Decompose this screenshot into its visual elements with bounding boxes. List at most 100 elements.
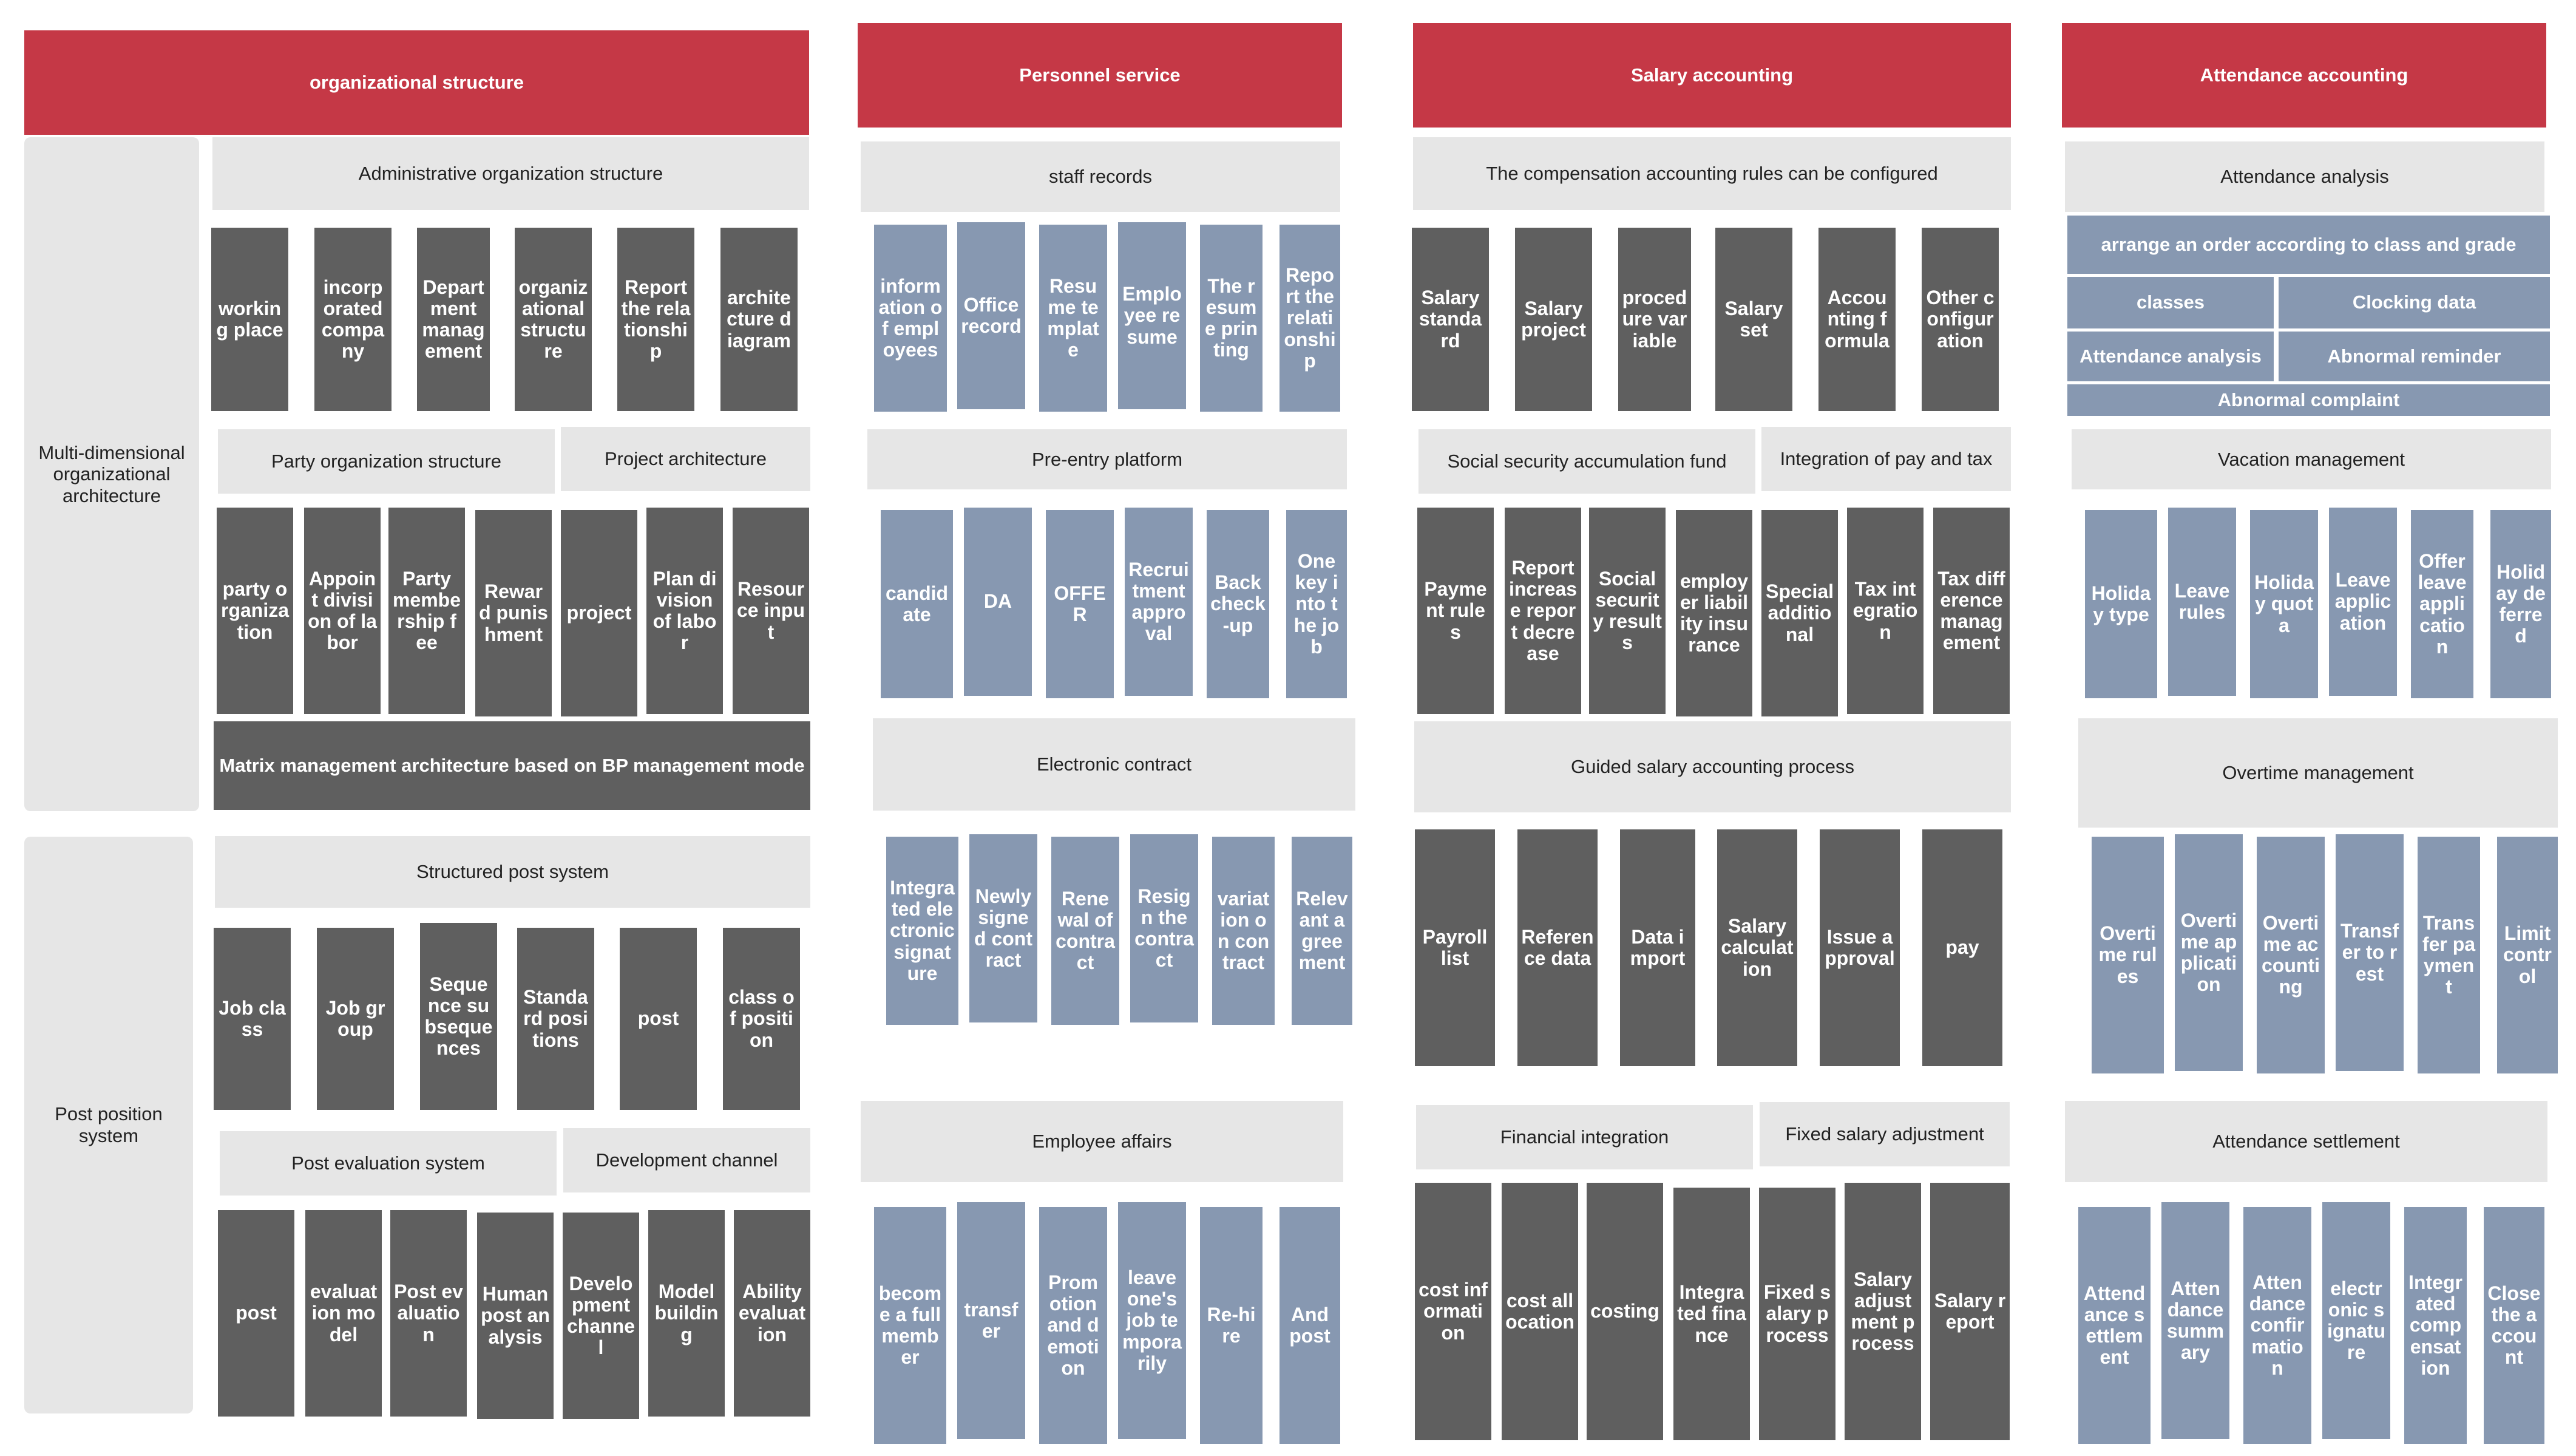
tile-attendance-vacation: Holiday deferred	[2490, 510, 2551, 698]
tile-org-evaluation: evaluation model	[305, 1210, 382, 1417]
tile-salary-guided: Issue approval	[1820, 829, 1900, 1066]
side-post-position-system: Post position system	[24, 837, 193, 1413]
tile-org-admin: Department management	[417, 228, 490, 411]
tile-salary-rules: procedure variable	[1618, 228, 1691, 411]
tile-personnel-preentry: DA	[964, 508, 1032, 696]
tile-org-party: Appoint division of labor	[304, 508, 381, 714]
label-overtime-management: Overtime management	[2078, 718, 2558, 828]
tile-org-structured: class of position	[723, 928, 800, 1110]
tile-org-evaluation: Post evaluation	[390, 1210, 467, 1417]
tile-org-admin: organizational structure	[515, 228, 592, 411]
tile-attendance-vacation: Holiday quota	[2250, 510, 2318, 698]
tile-org-admin: architecture diagram	[720, 228, 798, 411]
label-compensation-rules: The compensation accounting rules can be…	[1413, 137, 2011, 210]
tile-personnel-affairs: transfer	[957, 1202, 1025, 1439]
tile-personnel-contract: variation on contract	[1212, 837, 1275, 1025]
tile-salary-rules: Accounting formula	[1818, 228, 1896, 411]
tile-salary-financial: Salary report	[1930, 1183, 2010, 1440]
label-administrative-organization: Administrative organization structure	[212, 137, 809, 210]
tile-salary-social: Report increase report decrease	[1505, 508, 1581, 714]
tile-attendance-vacation: Leave rules	[2168, 508, 2236, 696]
tile-arrange-order: arrange an order according to class and …	[2067, 216, 2550, 274]
tile-personnel-contract: Relevant agreement	[1292, 837, 1352, 1025]
label-fixed-salary-adjustment: Fixed salary adjustment	[1760, 1102, 2010, 1166]
tile-salary-guided: Data import	[1620, 829, 1695, 1066]
tile-personnel-affairs: And post	[1280, 1207, 1340, 1444]
tile-attendance-settlement: Attendance summary	[2161, 1202, 2229, 1439]
tile-salary-social: Special additional	[1761, 510, 1838, 716]
label-structured-post-system: Structured post system	[215, 836, 810, 908]
tile-personnel-contract: Newly signed contract	[969, 834, 1037, 1022]
label-social-security-fund: Social security accumulation fund	[1418, 429, 1755, 494]
tile-salary-rules: Salary standard	[1412, 228, 1489, 411]
label-development-channel: Development channel	[563, 1128, 810, 1192]
header-salary-accounting: Salary accounting	[1413, 23, 2011, 128]
tile-personnel-preentry: OFFER	[1046, 510, 1114, 698]
tile-salary-guided: Payroll list	[1415, 829, 1495, 1066]
label-employee-affairs: Employee affairs	[861, 1101, 1343, 1182]
tile-attendance-vacation: Holiday type	[2085, 510, 2157, 698]
tile-org-admin: Report the relationship	[617, 228, 694, 411]
label-post-evaluation-system: Post evaluation system	[220, 1131, 557, 1196]
tile-personnel-affairs: Re-hire	[1200, 1207, 1263, 1444]
tile-attendance-analysis: Attendance analysis	[2067, 332, 2274, 381]
tile-personnel-records: Resume template	[1039, 225, 1107, 412]
tile-salary-social: Tax difference management	[1933, 508, 2010, 714]
tile-salary-social: employer liability insurance	[1676, 510, 1752, 716]
tile-clocking-data: Clocking data	[2279, 277, 2550, 328]
tile-personnel-contract: Integrated electronic signature	[886, 837, 958, 1025]
tile-attendance-settlement: electronic signature	[2322, 1202, 2390, 1439]
label-attendance-settlement: Attendance settlement	[2065, 1101, 2547, 1182]
tile-org-structured: Standard positions	[517, 928, 594, 1110]
tile-salary-social: Payment rules	[1417, 508, 1494, 714]
tile-classes: classes	[2067, 277, 2274, 328]
tile-attendance-vacation: Offer leave application	[2411, 510, 2473, 698]
label-staff-records: staff records	[861, 141, 1340, 212]
label-project-architecture: Project architecture	[561, 427, 810, 491]
tile-salary-financial: Salary adjustment process	[1845, 1183, 1921, 1440]
tile-salary-financial: Integrated finance	[1673, 1188, 1750, 1440]
tile-salary-rules: Salary project	[1515, 228, 1592, 411]
tile-personnel-preentry: candidate	[881, 510, 953, 698]
tile-org-evaluation: post	[218, 1210, 294, 1417]
tile-salary-guided: pay	[1922, 829, 2002, 1066]
side-multi-dimensional-architecture: Multi-dimensional organizational archite…	[24, 137, 199, 811]
tile-org-admin: incorporated company	[314, 228, 391, 411]
tile-personnel-records: Office record	[957, 222, 1025, 409]
tile-abnormal-reminder: Abnormal reminder	[2279, 332, 2550, 381]
tile-personnel-contract: Renewal of contract	[1051, 837, 1119, 1025]
tile-org-admin: working place	[211, 228, 288, 411]
tile-personnel-affairs: become a full member	[874, 1207, 946, 1444]
tile-personnel-contract: Resign the contract	[1130, 834, 1198, 1022]
label-pre-entry-platform: Pre-entry platform	[867, 429, 1347, 489]
tile-attendance-overtime: Transfer to rest	[2336, 834, 2404, 1071]
tile-attendance-overtime: Overtime accounting	[2257, 837, 2325, 1073]
tile-attendance-overtime: Limit control	[2497, 837, 2558, 1073]
tile-personnel-records: information of employees	[874, 225, 947, 412]
tile-matrix-management: Matrix management architecture based on …	[214, 721, 810, 810]
tile-salary-financial: costing	[1587, 1183, 1663, 1440]
tile-salary-social: Tax integration	[1847, 508, 1924, 714]
tile-org-structured: Job class	[214, 928, 291, 1110]
header-organizational-structure: organizational structure	[24, 30, 809, 135]
tile-personnel-preentry: One key into the job	[1286, 510, 1347, 698]
label-guided-salary-process: Guided salary accounting process	[1414, 721, 2011, 812]
tile-personnel-affairs: leave one's job temporarily	[1118, 1202, 1186, 1439]
label-party-organization: Party organization structure	[218, 429, 555, 494]
tile-personnel-records: The resume printing	[1200, 225, 1263, 412]
tile-salary-guided: Salary calculation	[1717, 829, 1797, 1066]
tile-attendance-overtime: Transfer payment	[2418, 837, 2480, 1073]
label-pay-tax-integration: Integration of pay and tax	[1761, 427, 2011, 491]
tile-org-structured: post	[620, 928, 697, 1110]
tile-org-party: party organization	[217, 508, 293, 714]
tile-org-party: Reward punishment	[475, 510, 552, 716]
label-financial-integration: Financial integration	[1416, 1105, 1753, 1169]
header-attendance-accounting: Attendance accounting	[2062, 23, 2546, 128]
header-personnel-service: Personnel service	[858, 23, 1342, 128]
tile-attendance-settlement: Attendance settlement	[2078, 1207, 2151, 1444]
tile-org-evaluation: Ability evaluation	[734, 1210, 810, 1417]
tile-abnormal-complaint: Abnormal complaint	[2067, 384, 2550, 416]
tile-org-evaluation: Development channel	[563, 1213, 639, 1419]
tile-org-evaluation: Human post analysis	[477, 1213, 554, 1419]
tile-salary-rules: Salary set	[1715, 228, 1792, 411]
